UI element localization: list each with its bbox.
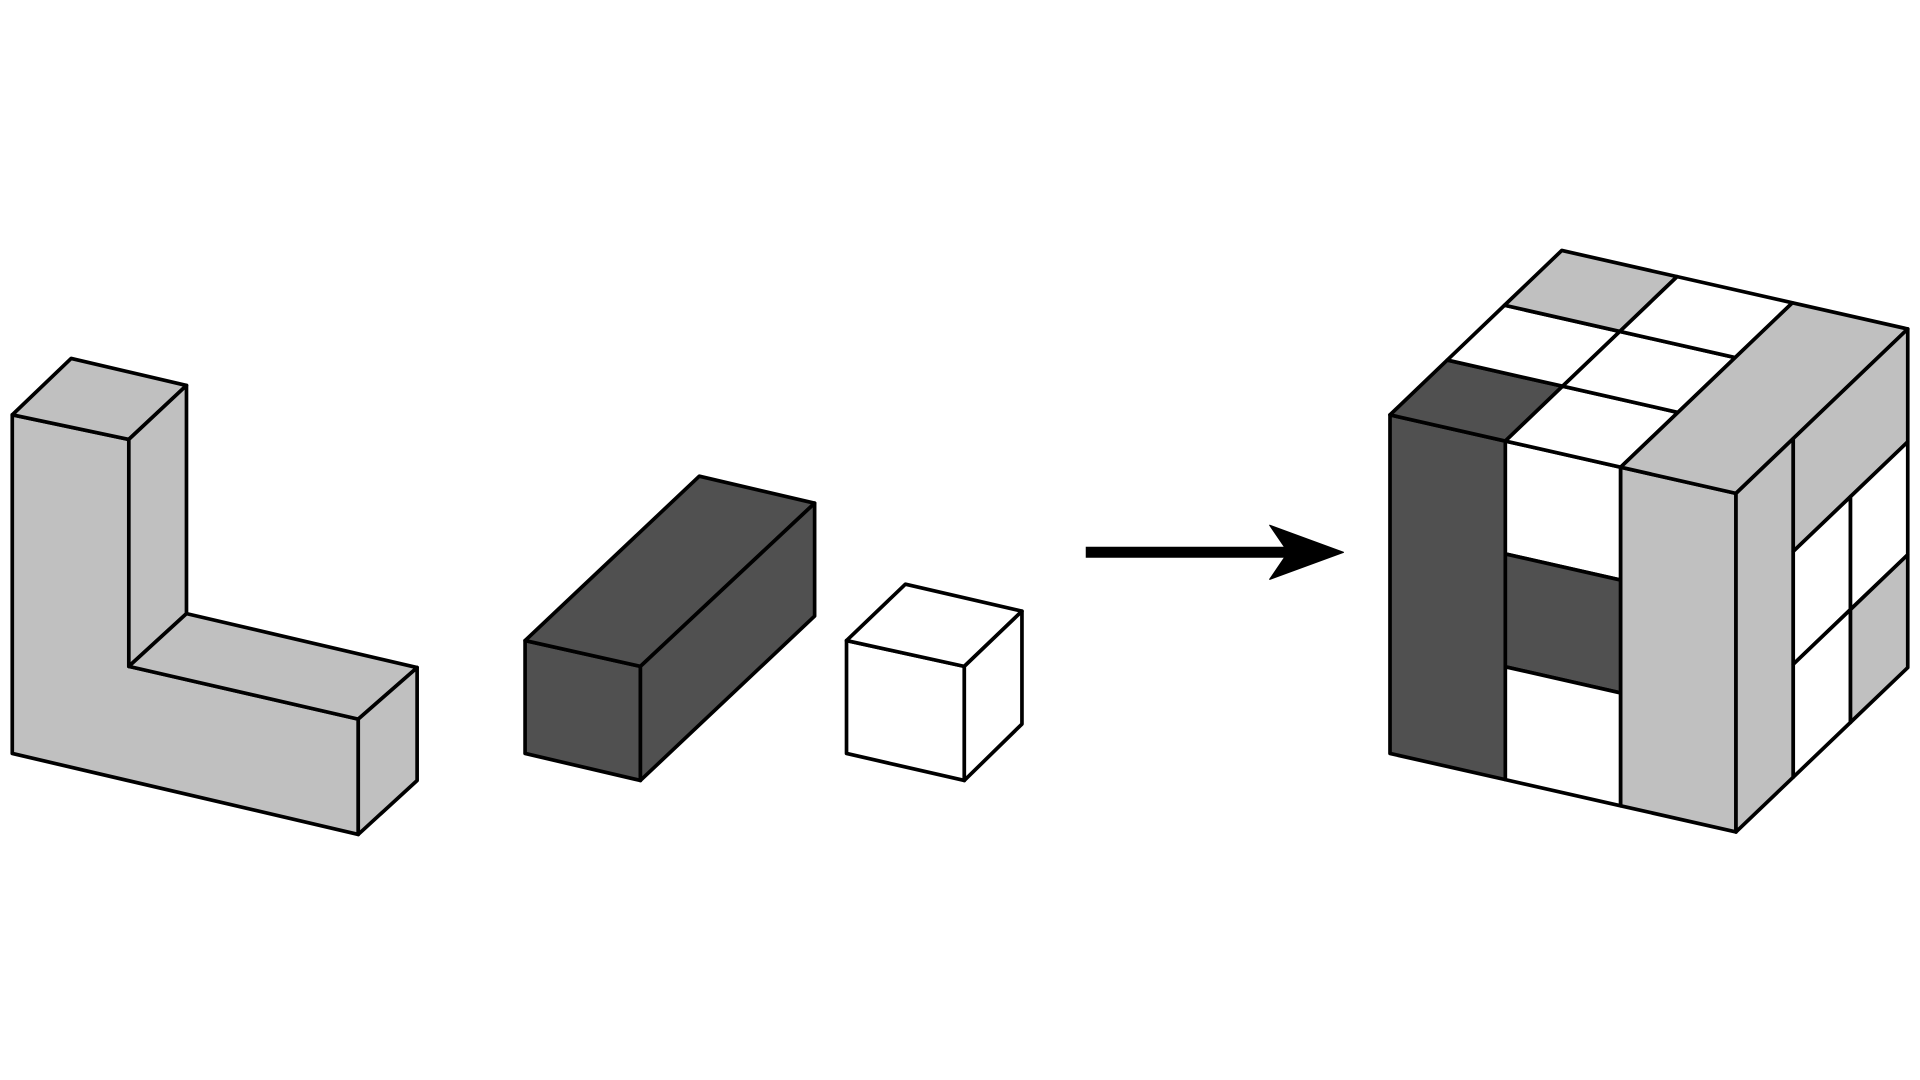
unit-cube [844,582,1024,783]
bar-piece [523,474,817,783]
side-light-column [1734,436,1796,834]
unit-cube-side [962,609,1024,783]
arrow-icon [1085,524,1344,580]
bar-side-face [638,501,817,783]
l-piece-base-end [356,665,419,837]
front-dark-column [1388,413,1508,782]
front-middle-bottom-cell [1503,664,1623,808]
assembled-cube [1388,248,1910,834]
front-light-column [1618,465,1738,834]
l-piece [10,356,419,837]
side-cell [1848,552,1910,725]
